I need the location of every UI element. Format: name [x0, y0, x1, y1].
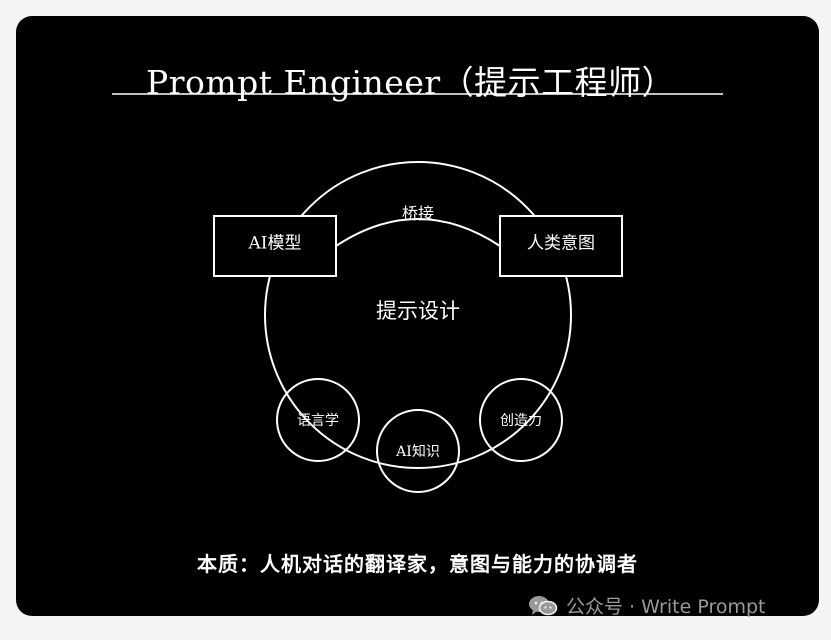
center-label: 提示设计 — [376, 299, 460, 323]
human-intent-box — [499, 215, 623, 277]
bridge-arc — [335, 218, 501, 247]
wechat-icon — [529, 595, 558, 615]
watermark-text: 公众号 · Write Prompt — [566, 596, 766, 618]
slide: Prompt Engineer（提示工程师） AI模型 人类意图 桥接 提示设计… — [16, 16, 819, 616]
ai-knowledge-label: AI知识 — [396, 444, 440, 460]
summary-text: 本质：人机对话的翻译家，意图与能力的协调者 — [197, 552, 638, 576]
creativity-label: 创造力 — [500, 413, 542, 429]
human-intent-label: 人类意图 — [527, 233, 595, 254]
ai-knowledge-circle — [376, 409, 460, 493]
linguistics-circle — [276, 378, 360, 462]
page-title: Prompt Engineer（提示工程师） — [146, 63, 676, 102]
watermark: 公众号 · Write Prompt — [528, 592, 765, 619]
bridge-label: 桥接 — [401, 204, 435, 223]
diagram — [112, 93, 723, 493]
ai-model-box — [213, 215, 337, 277]
main-circle — [264, 161, 572, 469]
linguistics-label: 语言学 — [297, 413, 339, 429]
creativity-circle — [479, 378, 563, 462]
ai-model-label: AI模型 — [248, 233, 302, 254]
